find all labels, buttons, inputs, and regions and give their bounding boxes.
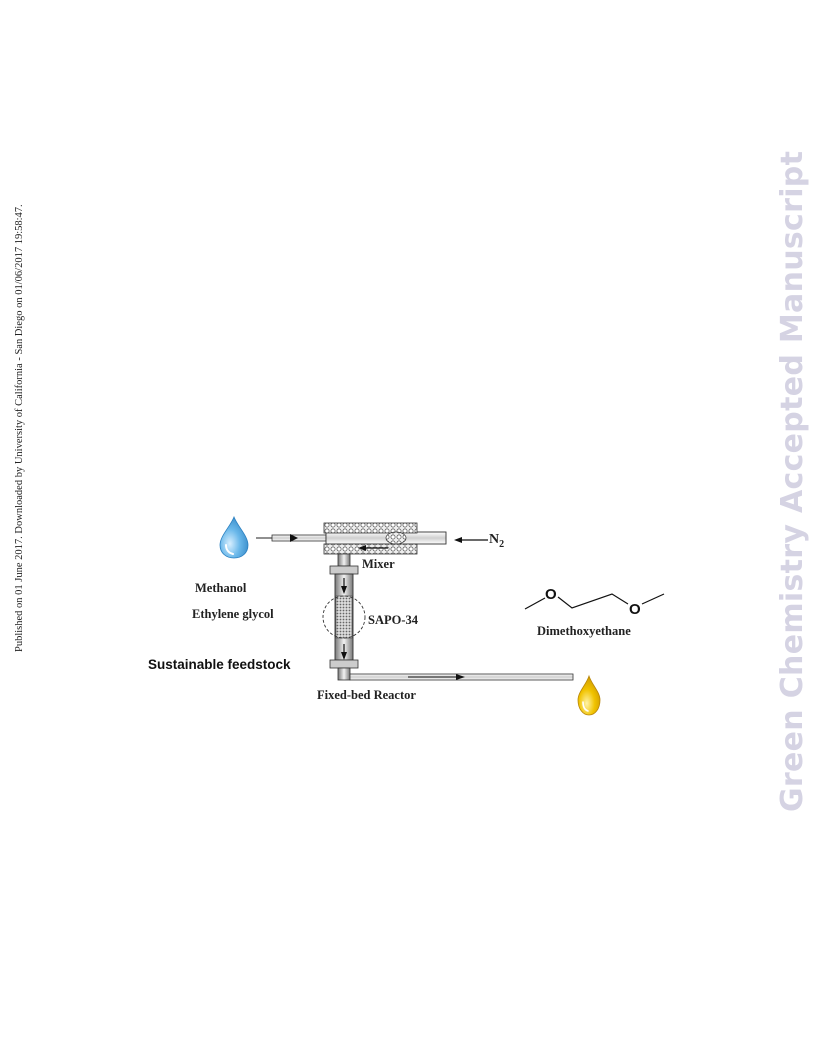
mixer	[323, 522, 447, 555]
n2-inlet-arrow	[454, 537, 488, 543]
oxygen-atom-2: O	[629, 601, 641, 618]
n2-label: N2	[489, 532, 505, 550]
oil-drop-icon	[577, 674, 601, 716]
catalyst-label: SAPO-34	[368, 613, 418, 627]
dimethoxyethane-structure	[524, 593, 665, 610]
ethylene-glycol-label: Ethylene glycol	[192, 607, 274, 621]
methanol-label: Methanol	[195, 581, 247, 595]
fixed-bed-reactor	[322, 553, 366, 681]
reactor-label: Fixed-bed Reactor	[317, 688, 416, 702]
product-outlet-line	[349, 673, 574, 681]
oxygen-atom-1: O	[545, 586, 557, 603]
feed-inlet-line	[256, 534, 327, 542]
sustainable-feedstock-label: Sustainable feedstock	[148, 657, 291, 672]
mixer-label: Mixer	[362, 557, 395, 571]
product-label: Dimethoxyethane	[537, 624, 631, 638]
water-drop-icon	[219, 515, 249, 559]
